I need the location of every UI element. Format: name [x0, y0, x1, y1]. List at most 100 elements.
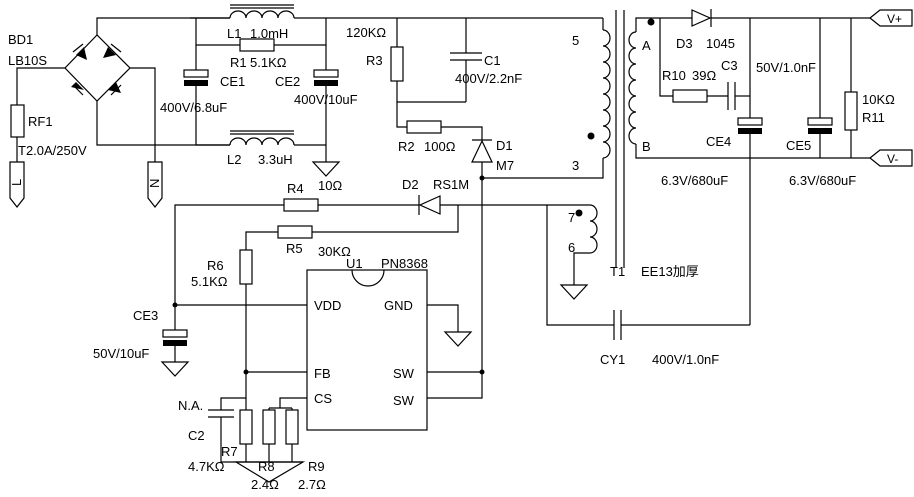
vminus-terminal[interactable]: V-	[869, 149, 913, 167]
capacitor-c2	[208, 409, 234, 418]
resistor-r2	[406, 120, 442, 134]
pin-vdd-label: VDD	[314, 298, 341, 313]
ce5-label: CE5	[786, 138, 811, 153]
r10-label: R10	[662, 68, 686, 83]
capacitor-c3	[727, 82, 736, 110]
ce4-value: 6.3V/680uF	[661, 173, 728, 188]
ce2-label: CE2	[275, 74, 300, 89]
d3-part: 1045	[706, 36, 735, 51]
l2-label: L2	[227, 152, 241, 167]
r3-label: R3	[366, 53, 383, 68]
r1-value: 5.1KΩ	[250, 55, 287, 70]
bd1-label: BD1	[8, 32, 33, 47]
capacitor-cy1	[613, 310, 622, 340]
r4-label: R4	[287, 181, 304, 196]
ground-symbol	[559, 284, 589, 300]
t1-part: EE13加厚	[641, 264, 699, 279]
ground-symbol	[443, 331, 473, 347]
r9-label: R9	[308, 459, 325, 474]
t1-label: T1	[610, 264, 625, 279]
pin-fb-label: FB	[314, 366, 331, 381]
transformer-aux-winding	[589, 204, 598, 254]
line-terminal[interactable]: L	[9, 161, 25, 208]
u1-label: U1	[346, 256, 363, 271]
resistor-r4	[283, 198, 319, 212]
cy1-label: CY1	[600, 352, 625, 367]
r2-value: 100Ω	[424, 139, 456, 154]
na-label: N.A.	[178, 398, 203, 413]
rf1-label: RF1	[28, 114, 53, 129]
vplus-terminal[interactable]: V+	[869, 9, 913, 27]
ce5-value: 6.3V/680uF	[789, 173, 856, 188]
r6-value: 5.1KΩ	[191, 274, 228, 289]
resistor-r9	[285, 409, 299, 445]
resistor-r11	[844, 91, 858, 131]
transformer-primary-winding	[602, 29, 611, 159]
diode-d2	[418, 195, 441, 215]
resistor-r10	[672, 89, 708, 103]
l1-value: 1.0mH	[250, 26, 288, 41]
fuse-rf1	[10, 104, 25, 138]
c3-value: 50V/1.0nF	[756, 60, 816, 75]
r11-value: 10KΩ	[862, 92, 895, 107]
inductor-l1	[229, 4, 295, 19]
r2-label: R2	[398, 139, 415, 154]
r7-value: 4.7KΩ	[188, 459, 225, 474]
r8-label: R8	[258, 459, 275, 474]
r3-value: 120KΩ	[346, 25, 386, 40]
r11-label: R11	[862, 110, 885, 125]
pin-a-label: A	[642, 38, 651, 53]
r9-value: 2.7Ω	[298, 477, 326, 492]
pin-cs-label: CS	[314, 391, 332, 406]
pin5-label: 5	[572, 33, 579, 48]
ground-symbol	[311, 161, 341, 177]
r10-value: 39Ω	[692, 68, 716, 83]
d1-part: M7	[496, 158, 514, 173]
capacitor-ce2	[313, 69, 339, 86]
bridge-rectifier-bd1	[64, 34, 131, 102]
diode-d1	[471, 139, 493, 163]
resistor-r5	[277, 225, 313, 239]
vplus-label: V+	[887, 12, 902, 26]
ce1-label: CE1	[220, 74, 245, 89]
l1-label: L1	[227, 26, 241, 41]
ground-symbol	[233, 461, 306, 483]
capacitor-ce4	[737, 117, 763, 134]
ground-symbol	[160, 361, 190, 377]
pin-sw1-label: SW	[393, 366, 415, 381]
rf1-rating-label: T2.0A/250V	[18, 143, 87, 158]
pin-b-label: B	[642, 139, 651, 154]
r7-label: R7	[221, 444, 238, 459]
pin7-label: 7	[568, 210, 575, 225]
resistor-r7	[239, 409, 253, 445]
d1-label: D1	[496, 138, 513, 153]
resistor-r1	[239, 38, 275, 52]
inductor-l2	[229, 130, 295, 146]
capacitor-ce5	[807, 117, 833, 134]
d2-label: D2	[402, 177, 419, 192]
capacitor-ce3	[162, 329, 188, 346]
ic-u1	[306, 269, 428, 431]
d3-label: D3	[676, 36, 693, 51]
vminus-label: V-	[887, 152, 898, 166]
resistor-r3	[390, 46, 404, 82]
ce3-label: CE3	[133, 308, 158, 323]
u1-part: PN8368	[381, 256, 428, 271]
ce1-value: 400V/6.8uF	[160, 100, 227, 115]
diode-d3	[691, 9, 712, 27]
neutral-terminal[interactable]: N	[147, 161, 163, 208]
resistor-r6	[239, 249, 253, 285]
pin-gnd-label: GND	[384, 298, 413, 313]
pin-sw2-label: SW	[393, 393, 415, 408]
resistor-r8	[262, 409, 276, 445]
transformer-secondary-winding	[628, 31, 637, 145]
ce4-label: CE4	[706, 134, 731, 149]
pin3-label: 3	[572, 158, 579, 173]
r1-label: R1	[230, 55, 247, 70]
c3-label: C3	[721, 58, 738, 73]
cy1-value: 400V/1.0nF	[652, 352, 719, 367]
capacitor-c1	[450, 52, 482, 61]
r6-label: R6	[207, 258, 224, 273]
r5-value: 30KΩ	[318, 244, 351, 259]
